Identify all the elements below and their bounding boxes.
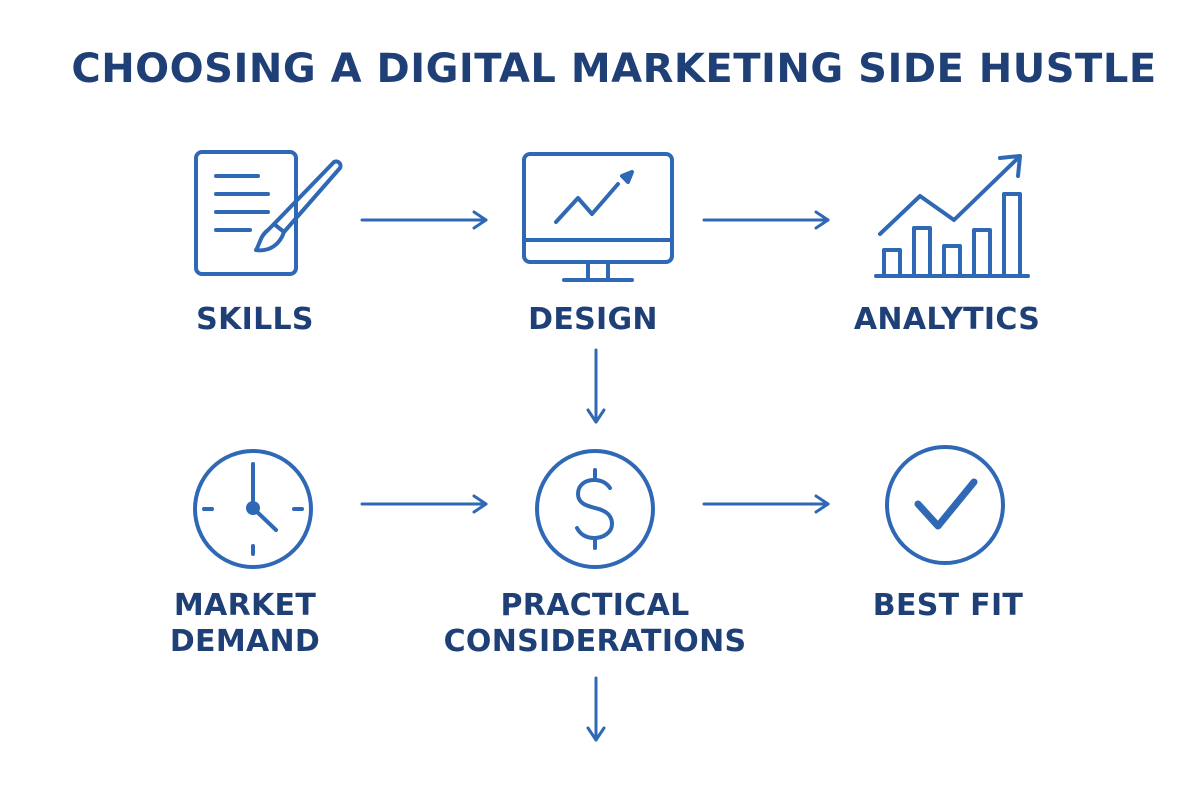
node-label-analytics: ANALYTICS	[853, 302, 1041, 337]
arrow-market-to-practical	[360, 492, 490, 516]
node-label-market-demand: MARKET DEMAND	[169, 588, 321, 659]
bar-chart-trend-icon	[872, 150, 1032, 280]
arrow-skills-to-design	[360, 208, 490, 232]
arrow-design-to-analytics	[702, 208, 832, 232]
node-label-skills: SKILLS	[196, 302, 314, 337]
diagram-title: CHOOSING A DIGITAL MARKETING SIDE HUSTLE	[71, 46, 1157, 92]
arrow-practical-down	[584, 676, 608, 744]
arrow-design-to-practical	[584, 348, 608, 426]
node-label-design: DESIGN	[528, 302, 658, 337]
node-label-practical-considerations: PRACTICAL CONSIDERATIONS	[443, 588, 747, 659]
checkmark-circle-icon	[882, 442, 1008, 568]
node-label-best-fit: BEST FIT	[872, 588, 1024, 623]
arrow-practical-to-best-fit	[702, 492, 832, 516]
monitor-trend-icon	[518, 150, 678, 286]
clock-icon	[190, 446, 316, 572]
dollar-circle-icon	[532, 446, 658, 572]
document-paintbrush-icon	[188, 148, 348, 278]
